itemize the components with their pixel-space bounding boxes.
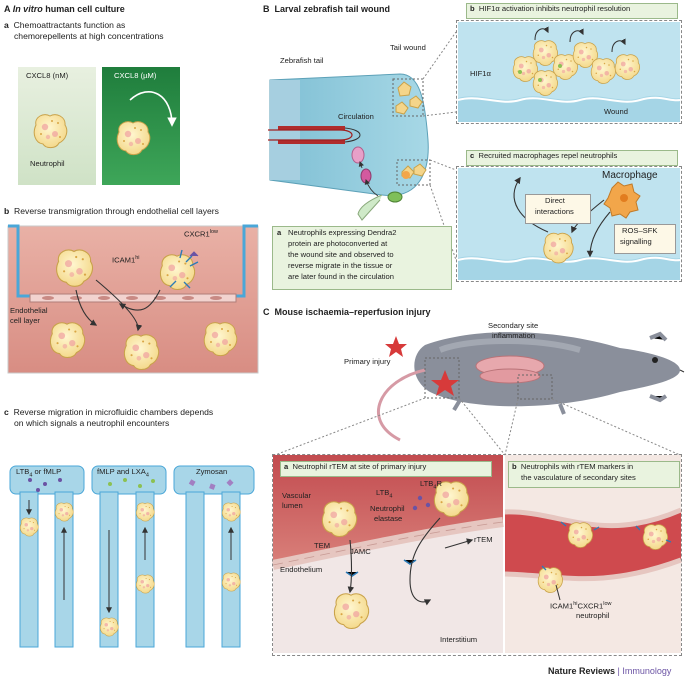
direct-interactions-box [525,194,591,224]
panel-c-a-caption: a Neutrophil rTEM at site of primary inj… [284,462,427,471]
hif1a-label: HIF1α [470,69,491,78]
journal-credit: Nature Reviews | Immunology [548,666,672,676]
neutrophil-elastase-label-2: elastase [374,514,403,523]
secondary-site-label: Secondary site [488,321,539,330]
panel-b-c-caption: c Recruited macrophages repel neutrophil… [470,151,618,160]
injury-star-icon [431,370,459,396]
channel-1-label: LTB4 or fMLP [16,467,62,479]
icam1-hi-label: ICAM1hi [112,255,140,265]
tail-wound-label: Tail wound [390,43,426,52]
rtem-label: rTEM [474,535,493,544]
icam-cxcr-label: ICAM1hiCXCR1low [550,601,612,611]
cxcr1-low-label: CXCR1low [184,229,219,239]
signalling-label: signalling [620,237,652,246]
tem-label: TEM [314,541,331,550]
panel-b-a-line-3: the wound site and observed to [288,250,394,259]
panel-b-c-frame [456,166,682,282]
panel-b-b-title [466,3,678,19]
interactions-label: interactions [535,207,574,216]
panel-b-b-caption: b HIF1α activation inhibits neutrophil r… [470,4,631,13]
channel-2-label: fMLP and LXA4 [97,467,149,479]
panel-a-header: A In vitro human cell culture [4,4,125,14]
ltb4-label: LTB4 [376,488,393,500]
panel-b-a-line-2: protein are photoconverted at [288,239,388,248]
ros-sfk-box [614,224,676,254]
panel-a-a-caption-2: chemorepellents at high concentrations [14,31,164,41]
panel-a-c-caption-2: on which signals a neutrophil encounters [14,418,170,428]
panel-b-a-letter: a [277,228,282,237]
panel-a-a-caption: a Chemoattractants function as [4,20,126,30]
panel-c-frame [272,454,682,656]
endothelial-cell-layer [29,293,237,303]
panel-c-b-caption-1: b Neutrophils with rTEM markers in [512,462,634,471]
cell-layer-label: cell layer [10,316,40,325]
ros-sfk-label: ROS–SFK [622,226,658,235]
zebrafish-tail-label: Zebrafish tail [280,56,324,65]
panel-c-b-title [508,461,680,488]
primary-injury-label: Primary injury [344,357,391,366]
ltb4r-label: LTB4R [420,479,442,491]
vascular-label: Vascular [282,491,311,500]
injury-star-icon [385,336,407,357]
neutrophil-label: Neutrophil [30,159,65,168]
wound-label: Wound [604,107,628,116]
panel-b-header: B Larval zebrafish tail wound [263,4,391,14]
endothelial-label: Endothelial [10,306,48,315]
panel-c-header: C Mouse ischaemia–reperfusion injury [263,307,431,317]
channel-3-label: Zymosan [196,467,228,476]
circulation-label: Circulation [338,112,374,121]
panel-c-b-caption-2: the vasculature of secondary sites [521,473,636,482]
cxcl8-nm-label: CXCL8 (nM) [26,71,69,80]
endothelium-label: Endothelium [280,565,323,574]
panel-b-a-line-5: are later found in the circulation [288,272,394,281]
secondary-neutrophil-label: neutrophil [576,611,610,620]
panel-b-b-frame [456,20,682,124]
inflammation-label: inflammation [492,331,536,340]
macrophage-label: Macrophage [602,170,658,181]
panel-a-b-caption: b Reverse transmigration through endothe… [4,206,219,216]
lumen-label: lumen [282,501,303,510]
jamc-label: JAMC [350,547,371,556]
panel-b-a-line-4: reverse migrate in the tissue or [288,261,393,270]
panel-c-a-title [280,461,492,477]
mouse-figure [377,331,685,442]
panel-b-c-title [466,150,678,166]
direct-label: Direct [545,196,565,205]
panel-a-c-caption: c Reverse migration in microfluidic cham… [4,407,214,417]
cxcl8-um-label: CXCL8 (µM) [114,71,157,80]
neutrophil-elastase-label-1: Neutrophil [370,504,405,513]
interstitium-label: Interstitium [440,635,478,644]
macrophage-cell [603,181,641,219]
panel-b-a-callout [272,226,452,290]
panel-b-a-line-1: Neutrophils expressing Dendra2 [288,228,397,237]
